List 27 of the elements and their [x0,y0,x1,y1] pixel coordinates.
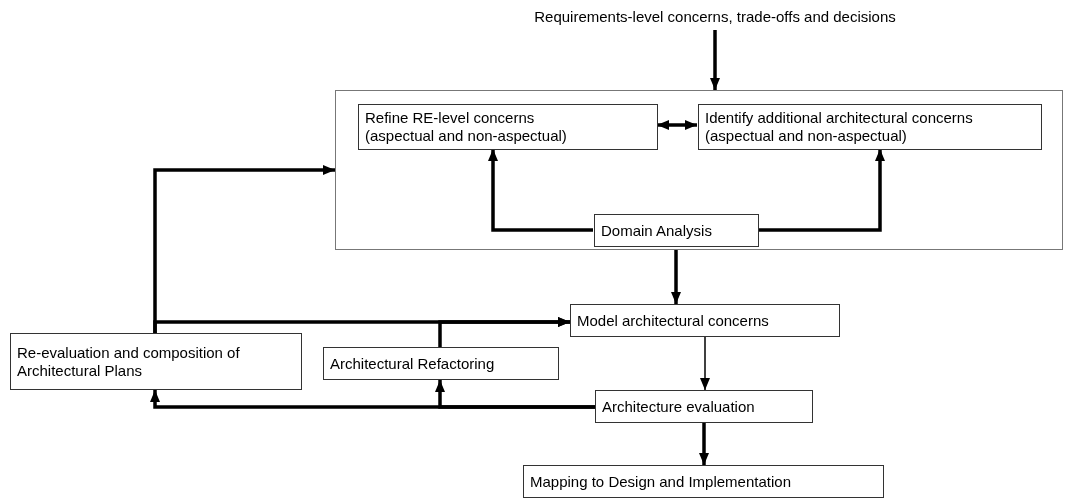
arrow [699,423,709,465]
box-text: Requirements-level concerns, trade-offs and decisions [534,8,896,26]
box-text: Model architectural concerns [577,311,769,330]
arrow [488,149,593,232]
process-box [698,104,1042,150]
arrow [671,250,681,304]
box-text: Identify additional architectural concerns (aspectual and non-aspectual) [705,109,974,145]
arrow [438,317,570,347]
process-box [10,333,302,390]
process-box [523,465,884,498]
process-box [323,347,559,380]
box-text: Domain Analysis [601,221,712,240]
box-text: Mapping to Design and Implementation [530,472,791,491]
arrow [435,380,595,409]
arrow [710,30,720,90]
process-box [570,304,840,337]
arrow [758,149,885,232]
arrow [700,336,710,391]
box-text: Re-evaluation and composition of Architectural Plans [17,343,241,380]
box-text: Architectural Refactoring [330,354,495,373]
box-text: Architecture evaluation [602,397,755,416]
container-box [335,90,1063,250]
process-box [594,214,759,247]
box-text: Refine RE-level concerns (aspectual and non-aspectual) [365,109,568,145]
process-box [358,104,658,150]
arrow [657,120,697,130]
process-box [595,390,813,423]
